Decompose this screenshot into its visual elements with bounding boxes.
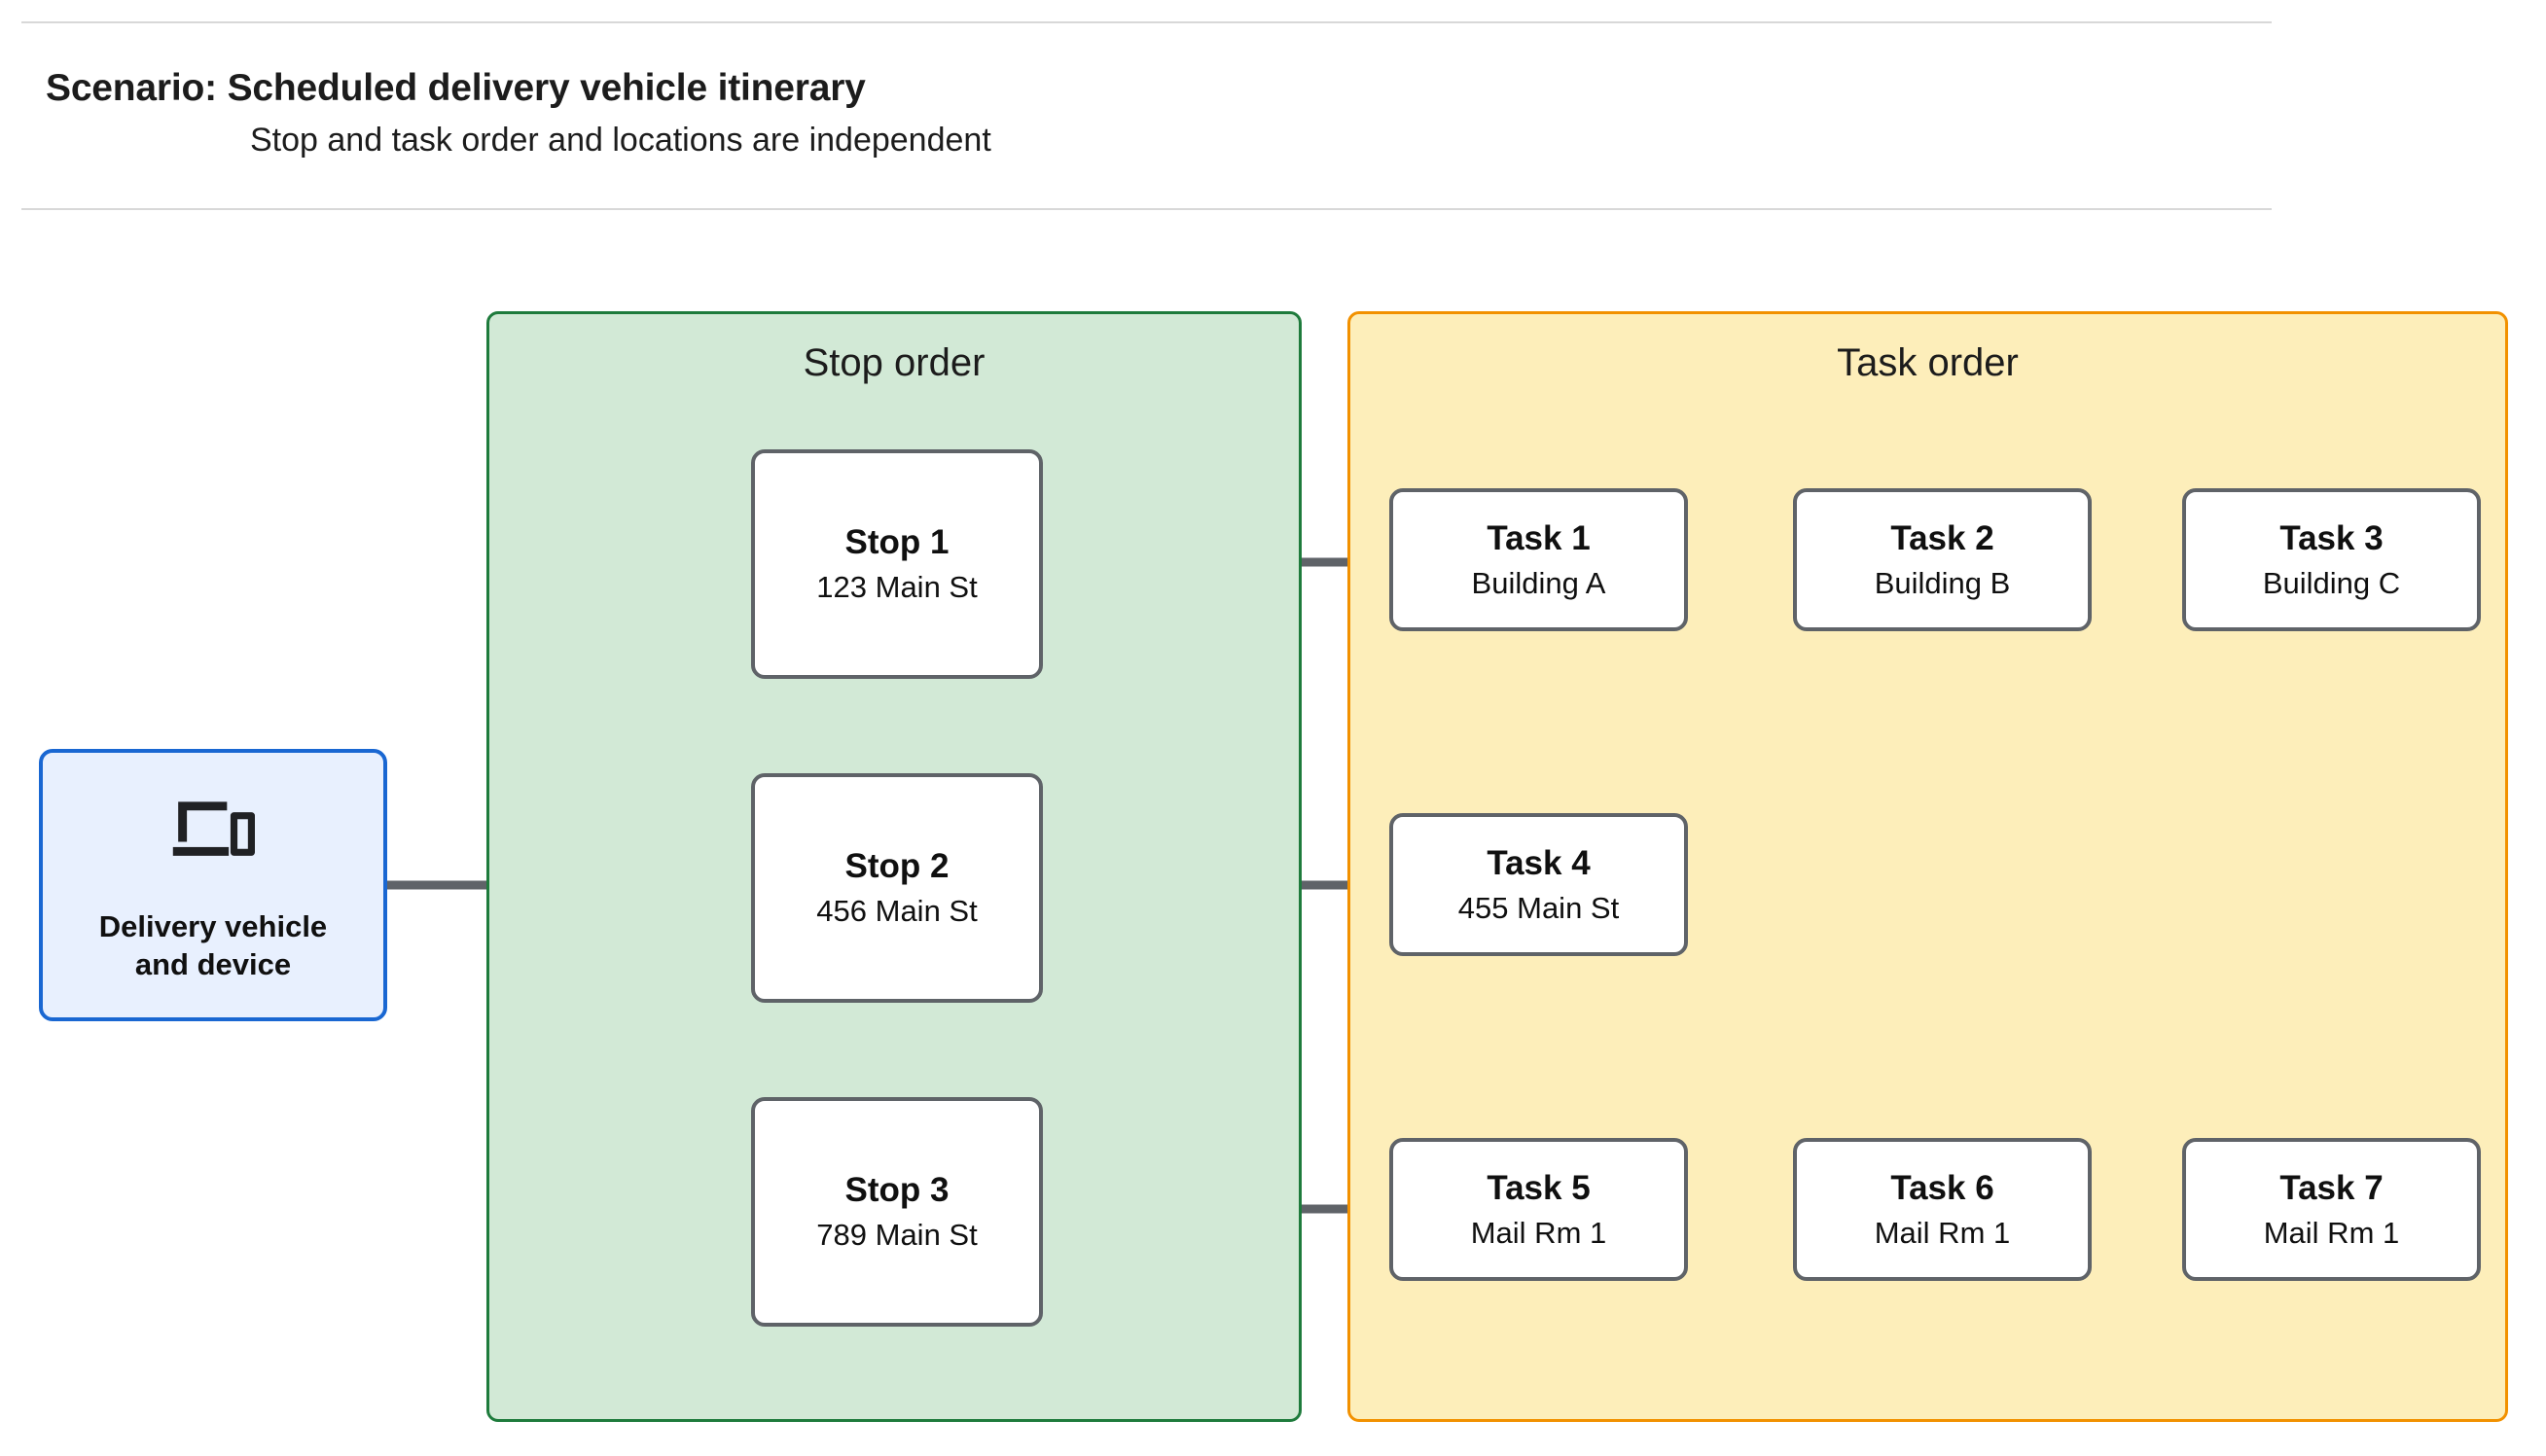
- stop-node-title: Stop 3: [844, 1171, 950, 1210]
- task-node-title: Task 4: [1487, 843, 1591, 882]
- stop-node-title: Stop 1: [844, 523, 950, 562]
- task-node-title: Task 2: [1890, 518, 1994, 557]
- devices-icon: [172, 801, 255, 856]
- task-node-location: Mail Rm 1: [1874, 1215, 2011, 1250]
- task-node-3[interactable]: Task 3 Building C: [2182, 488, 2481, 631]
- stop-node-3[interactable]: Stop 3 789 Main St: [751, 1097, 1043, 1327]
- stop-node-address: 789 Main St: [816, 1218, 978, 1253]
- stop-order-title: Stop order: [803, 341, 986, 384]
- stop-node-1[interactable]: Stop 1 123 Main St: [751, 449, 1043, 679]
- task-node-location: 455 Main St: [1457, 890, 1620, 925]
- task-order-title: Task order: [1837, 341, 2019, 384]
- task-node-6[interactable]: Task 6 Mail Rm 1: [1793, 1138, 2092, 1281]
- task-node-5[interactable]: Task 5 Mail Rm 1: [1389, 1138, 1688, 1281]
- task-node-title: Task 6: [1890, 1168, 1994, 1207]
- task-node-location: Building C: [2262, 565, 2401, 600]
- task-node-4[interactable]: Task 4 455 Main St: [1389, 813, 1688, 956]
- task-node-location: Mail Rm 1: [2263, 1215, 2400, 1250]
- stop-node-address: 123 Main St: [816, 570, 978, 605]
- stop-node-title: Stop 2: [844, 847, 950, 886]
- header-divider-top: [21, 21, 2272, 23]
- delivery-vehicle-label: Delivery vehicle and device: [98, 909, 328, 981]
- task-node-location: Building B: [1874, 565, 2011, 600]
- page-subtitle: Stop and task order and locations are in…: [250, 122, 991, 159]
- stop-node-2[interactable]: Stop 2 456 Main St: [751, 773, 1043, 1003]
- task-node-title: Task 3: [2279, 518, 2384, 557]
- task-node-location: Building A: [1471, 565, 1606, 600]
- stop-node-address: 456 Main St: [816, 894, 978, 929]
- task-node-7[interactable]: Task 7 Mail Rm 1: [2182, 1138, 2481, 1281]
- task-node-1[interactable]: Task 1 Building A: [1389, 488, 1688, 631]
- header-divider-bottom: [21, 208, 2272, 210]
- task-node-title: Task 7: [2279, 1168, 2384, 1207]
- task-node-location: Mail Rm 1: [1470, 1215, 1607, 1250]
- task-node-2[interactable]: Task 2 Building B: [1793, 488, 2092, 631]
- task-node-title: Task 5: [1487, 1168, 1591, 1207]
- page-title: Scenario: Scheduled delivery vehicle iti…: [46, 67, 866, 109]
- delivery-vehicle-card[interactable]: Delivery vehicle and device: [39, 749, 387, 1021]
- task-node-title: Task 1: [1487, 518, 1591, 557]
